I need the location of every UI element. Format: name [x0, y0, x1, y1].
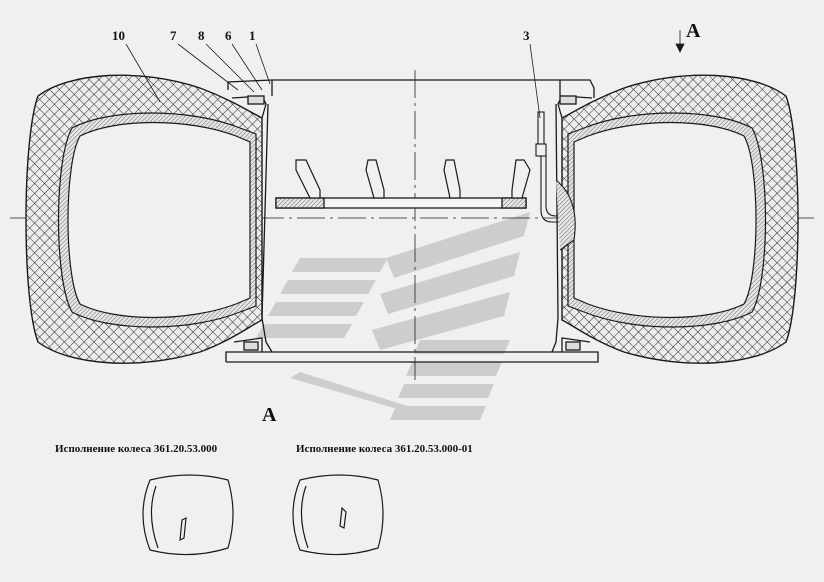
callout-7: 7: [170, 28, 177, 43]
left-tire: [25, 74, 263, 364]
valve-assembly: [535, 111, 576, 251]
callout-8: 8: [198, 28, 205, 43]
variant-sketch-2: [292, 474, 384, 556]
variant-caption-2: Исполнение колеса 361.20.53.000-01: [296, 443, 473, 455]
variant-sketch-1: [142, 474, 234, 556]
variant-caption-1: Исполнение колеса 361.20.53.000: [55, 443, 218, 455]
leader-lines: [125, 30, 685, 119]
callout-1: 1: [249, 28, 256, 43]
wheel-rim: [225, 79, 599, 363]
callout-6: 6: [225, 28, 232, 43]
section-mark-top: A: [686, 20, 701, 42]
callout-3: 3: [523, 28, 530, 43]
watermark-logo: [256, 212, 530, 420]
section-mark-bottom: A: [262, 404, 277, 426]
callout-10: 10: [112, 28, 125, 43]
inner-fins: [295, 159, 531, 199]
right-tire: [561, 74, 799, 364]
